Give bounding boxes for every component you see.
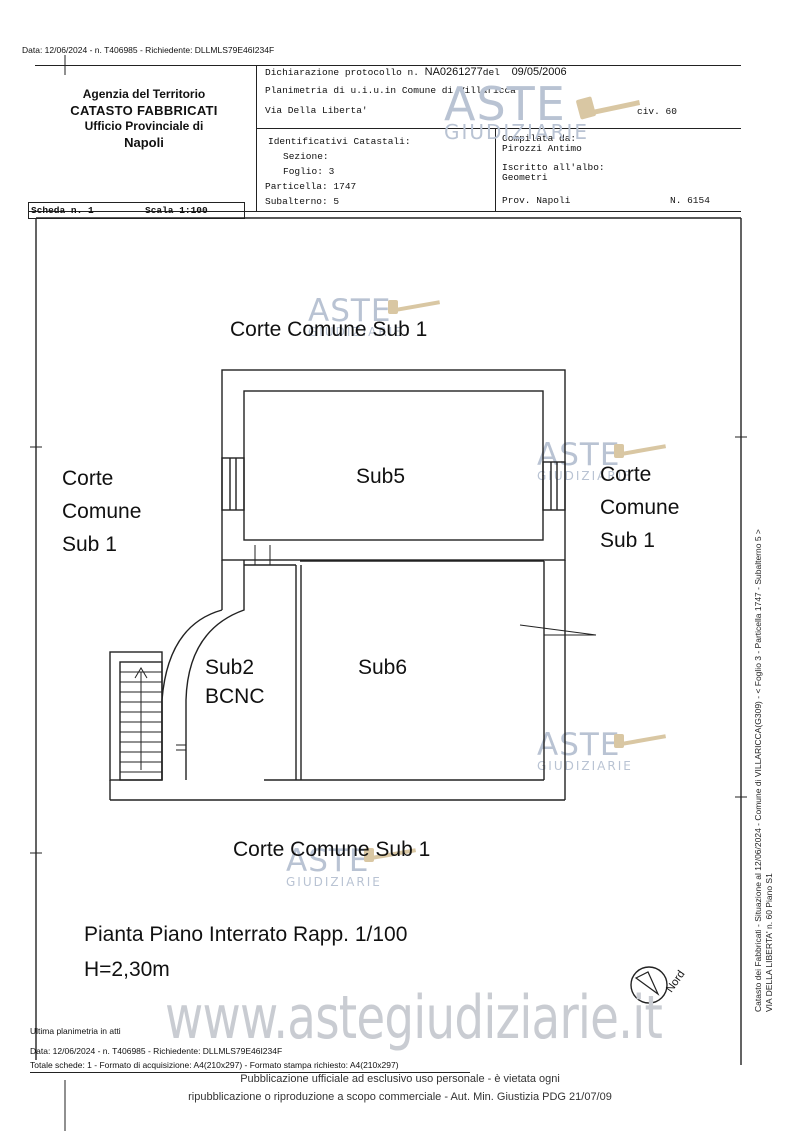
identificativi-block: Identificativi Catastali: Sezione: Fogli… — [265, 134, 493, 209]
protocol-del: del — [482, 67, 500, 78]
corte-left-label: Corte Comune Sub 1 — [62, 467, 142, 556]
planimetria-line: Planimetria di u.i.u.in Comune di Villar… — [265, 85, 516, 96]
street-line: Via Della Liberta' — [265, 105, 368, 116]
scheda-label: Scheda n. 1 — [31, 205, 94, 216]
watermark-header: ASTE GIUDIZIARIE — [444, 77, 590, 144]
protocol-prefix: Dichiarazione protocollo n. — [265, 67, 419, 78]
albo-number: N. 6154 — [670, 195, 710, 206]
scala-label: Scala 1:100 — [145, 205, 208, 216]
prov: Prov. Napoli — [502, 195, 571, 206]
catasto-title: CATASTO FABBRICATI — [70, 103, 218, 118]
iscritto-label: Iscritto all'albo: — [502, 162, 605, 173]
height-label: H=2,30m — [84, 958, 170, 981]
civ-number: civ. 60 — [637, 106, 677, 117]
publication-notice-1: Pubblicazione ufficiale ad esclusivo uso… — [240, 1073, 560, 1085]
scheda-box: Scheda n. 1 Scala 1:100 — [28, 202, 245, 219]
watermark-plan-bottom: ASTE GIUDIZIARIE — [286, 843, 382, 889]
ufficio-label: Ufficio Provinciale di — [84, 119, 204, 133]
ultima-planimetria: Ultima planimetria in atti — [30, 1026, 121, 1036]
top-request-line: Data: 12/06/2024 - n. T406985 - Richiede… — [22, 45, 275, 55]
watermark-plan-top: ASTE GIUDIZIARIE — [308, 293, 404, 339]
protocol-number: NA0261277 — [424, 66, 483, 78]
agency-block: Agenzia del Territorio CATASTO FABBRICAT… — [38, 87, 250, 152]
subalterno: Subalterno: 5 — [265, 196, 340, 207]
albo: Geometri — [502, 172, 548, 183]
north-label: Nord — [664, 968, 688, 995]
agency-name: Agenzia del Territorio — [82, 87, 206, 101]
compilata-label: Compilata da: — [502, 133, 577, 144]
side-text-line1: Catasto dei Fabbricati - Situazione al 1… — [753, 529, 763, 1012]
header-divider-vertical-2 — [495, 128, 496, 212]
sub5-label: Sub5 — [356, 465, 406, 488]
identificativi-title: Identificativi Catastali: — [268, 136, 411, 147]
corte-right-label: Corte Comune Sub 1 — [600, 463, 680, 552]
watermark-plan-mid: ASTE GIUDIZIARIE — [537, 727, 633, 773]
header-top-border — [35, 65, 741, 66]
corte-bottom-label: Corte Comune Sub 1 — [233, 838, 431, 861]
footer-totale: Totale schede: 1 - Formato di acquisizio… — [30, 1060, 399, 1070]
sub2-label: Sub2 BCNC — [205, 656, 265, 708]
sezione: Sezione: — [283, 151, 329, 162]
corte-top-label: Corte Comune Sub 1 — [230, 318, 428, 341]
sub6-label: Sub6 — [358, 656, 408, 679]
header-divider-horizontal — [256, 128, 741, 129]
header-divider-vertical — [256, 65, 257, 212]
compilata-name: Pirozzi Antimo — [502, 143, 582, 154]
ufficio-city: Napoli — [124, 135, 164, 150]
header-bottom-border — [28, 211, 741, 212]
particella: Particella: 1747 — [265, 181, 357, 192]
pianta-title: Pianta Piano Interrato Rapp. 1/100 — [84, 923, 408, 946]
website-watermark: www.astegiudiziarie.it — [165, 983, 663, 1053]
publication-notice-2: ripubblicazione o riproduzione a scopo c… — [188, 1091, 612, 1103]
footer-data-line: Data: 12/06/2024 - n. T406985 - Richiede… — [30, 1046, 283, 1056]
foglio: Foglio: 3 — [283, 166, 335, 177]
side-text-line2: VIA DELLA LIBERTA' n. 60 Piano S1 — [764, 873, 774, 1012]
footer-underline — [30, 1072, 470, 1073]
protocol-date: 09/05/2006 — [511, 66, 567, 78]
compilata-block: Compilata da: Pirozzi Antimo Iscritto al… — [502, 133, 738, 206]
